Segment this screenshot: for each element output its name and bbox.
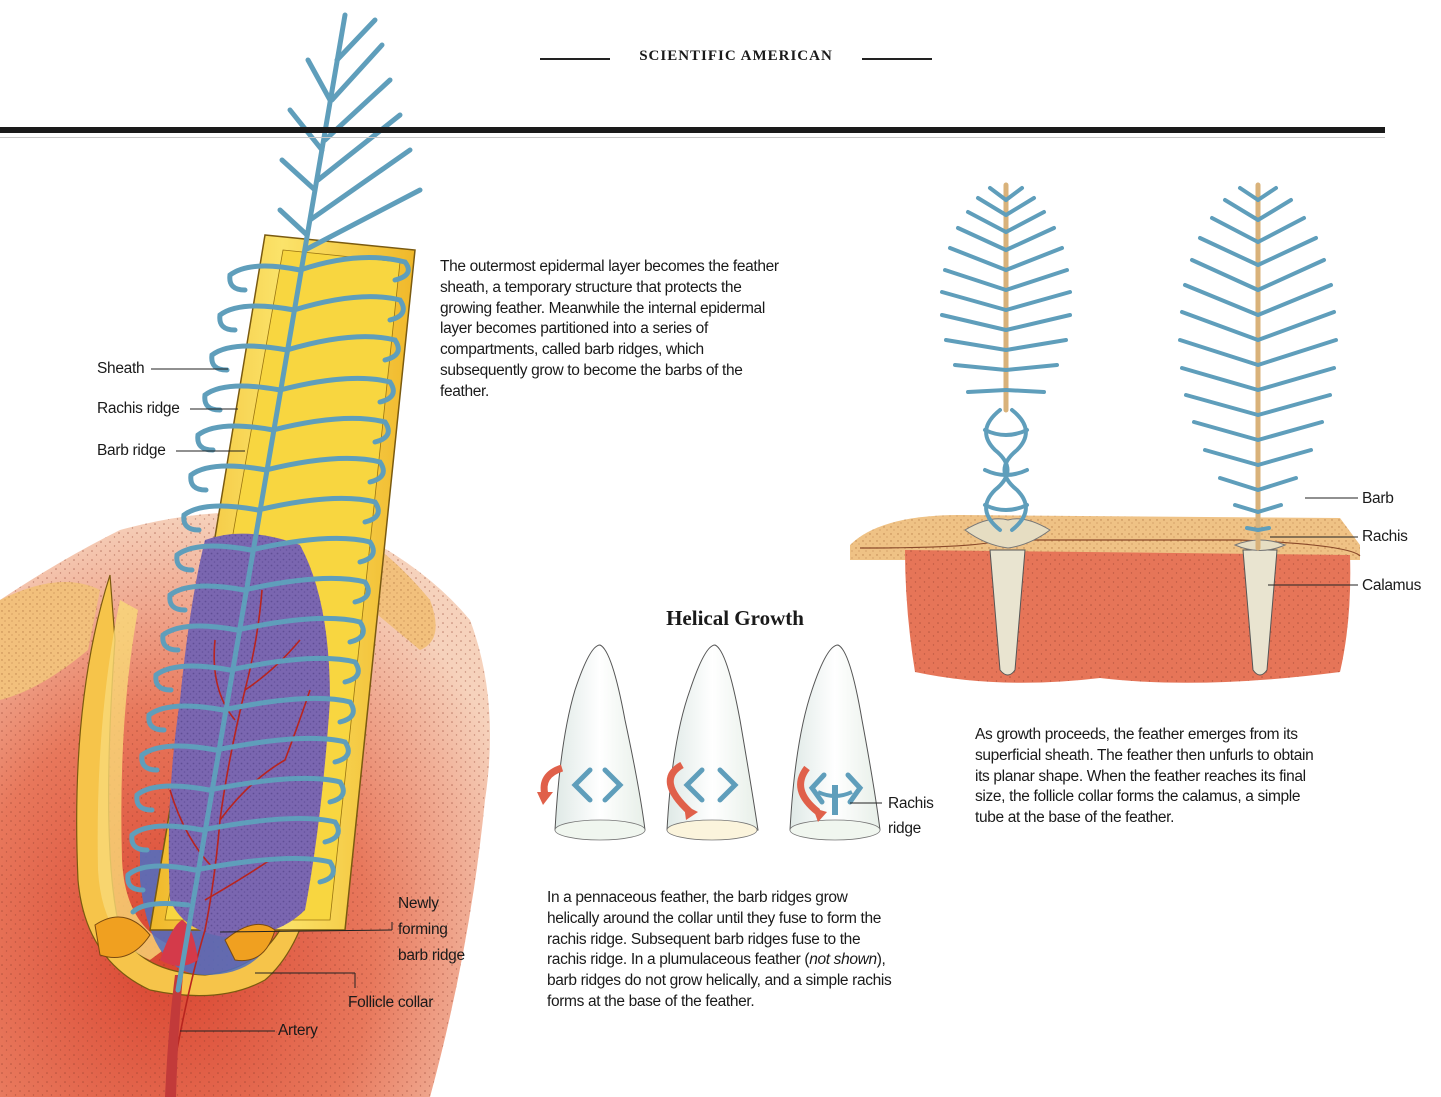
helical-paragraph: In a pennaceous feather, the barb ridges… xyxy=(547,888,892,1013)
emerging-feathers xyxy=(850,185,1360,683)
helical-cones xyxy=(537,645,882,840)
label-newly-forming-2: forming xyxy=(398,919,448,940)
cone-3 xyxy=(790,645,882,840)
helical-growth-title: Helical Growth xyxy=(560,606,910,631)
masthead-rule-right xyxy=(862,58,932,60)
label-rachis: Rachis xyxy=(1362,526,1408,547)
masthead-rule-left xyxy=(540,58,610,60)
label-newly-forming-3: barb ridge xyxy=(398,945,465,966)
growth-paragraph: As growth proceeds, the feather emerges … xyxy=(975,725,1315,829)
label-newly-forming-1: Newly xyxy=(398,893,439,914)
feather-left xyxy=(942,185,1070,530)
header-rule xyxy=(0,127,1385,133)
label-follicle-collar: Follicle collar xyxy=(348,992,433,1013)
label-rachis-ridge: Rachis ridge xyxy=(97,398,180,419)
label-calamus: Calamus xyxy=(1362,575,1421,596)
sheath-paragraph: The outermost epidermal layer becomes th… xyxy=(440,257,785,403)
label-barb-ridge: Barb ridge xyxy=(97,440,166,461)
header-rule-thin xyxy=(0,137,1385,138)
helical-text-italic: not shown xyxy=(809,951,877,968)
feather-right xyxy=(1180,185,1336,548)
masthead: SCIENTIFIC AMERICAN xyxy=(540,48,932,65)
cone-1 xyxy=(537,645,645,840)
label-barb: Barb xyxy=(1362,488,1394,509)
label-helix-rachis-2: ridge xyxy=(888,818,921,839)
label-artery: Artery xyxy=(278,1020,318,1041)
label-helix-rachis-1: Rachis xyxy=(888,793,934,814)
masthead-title: SCIENTIFIC AMERICAN xyxy=(639,48,833,64)
label-sheath: Sheath xyxy=(97,358,144,379)
cone-2 xyxy=(667,645,758,840)
